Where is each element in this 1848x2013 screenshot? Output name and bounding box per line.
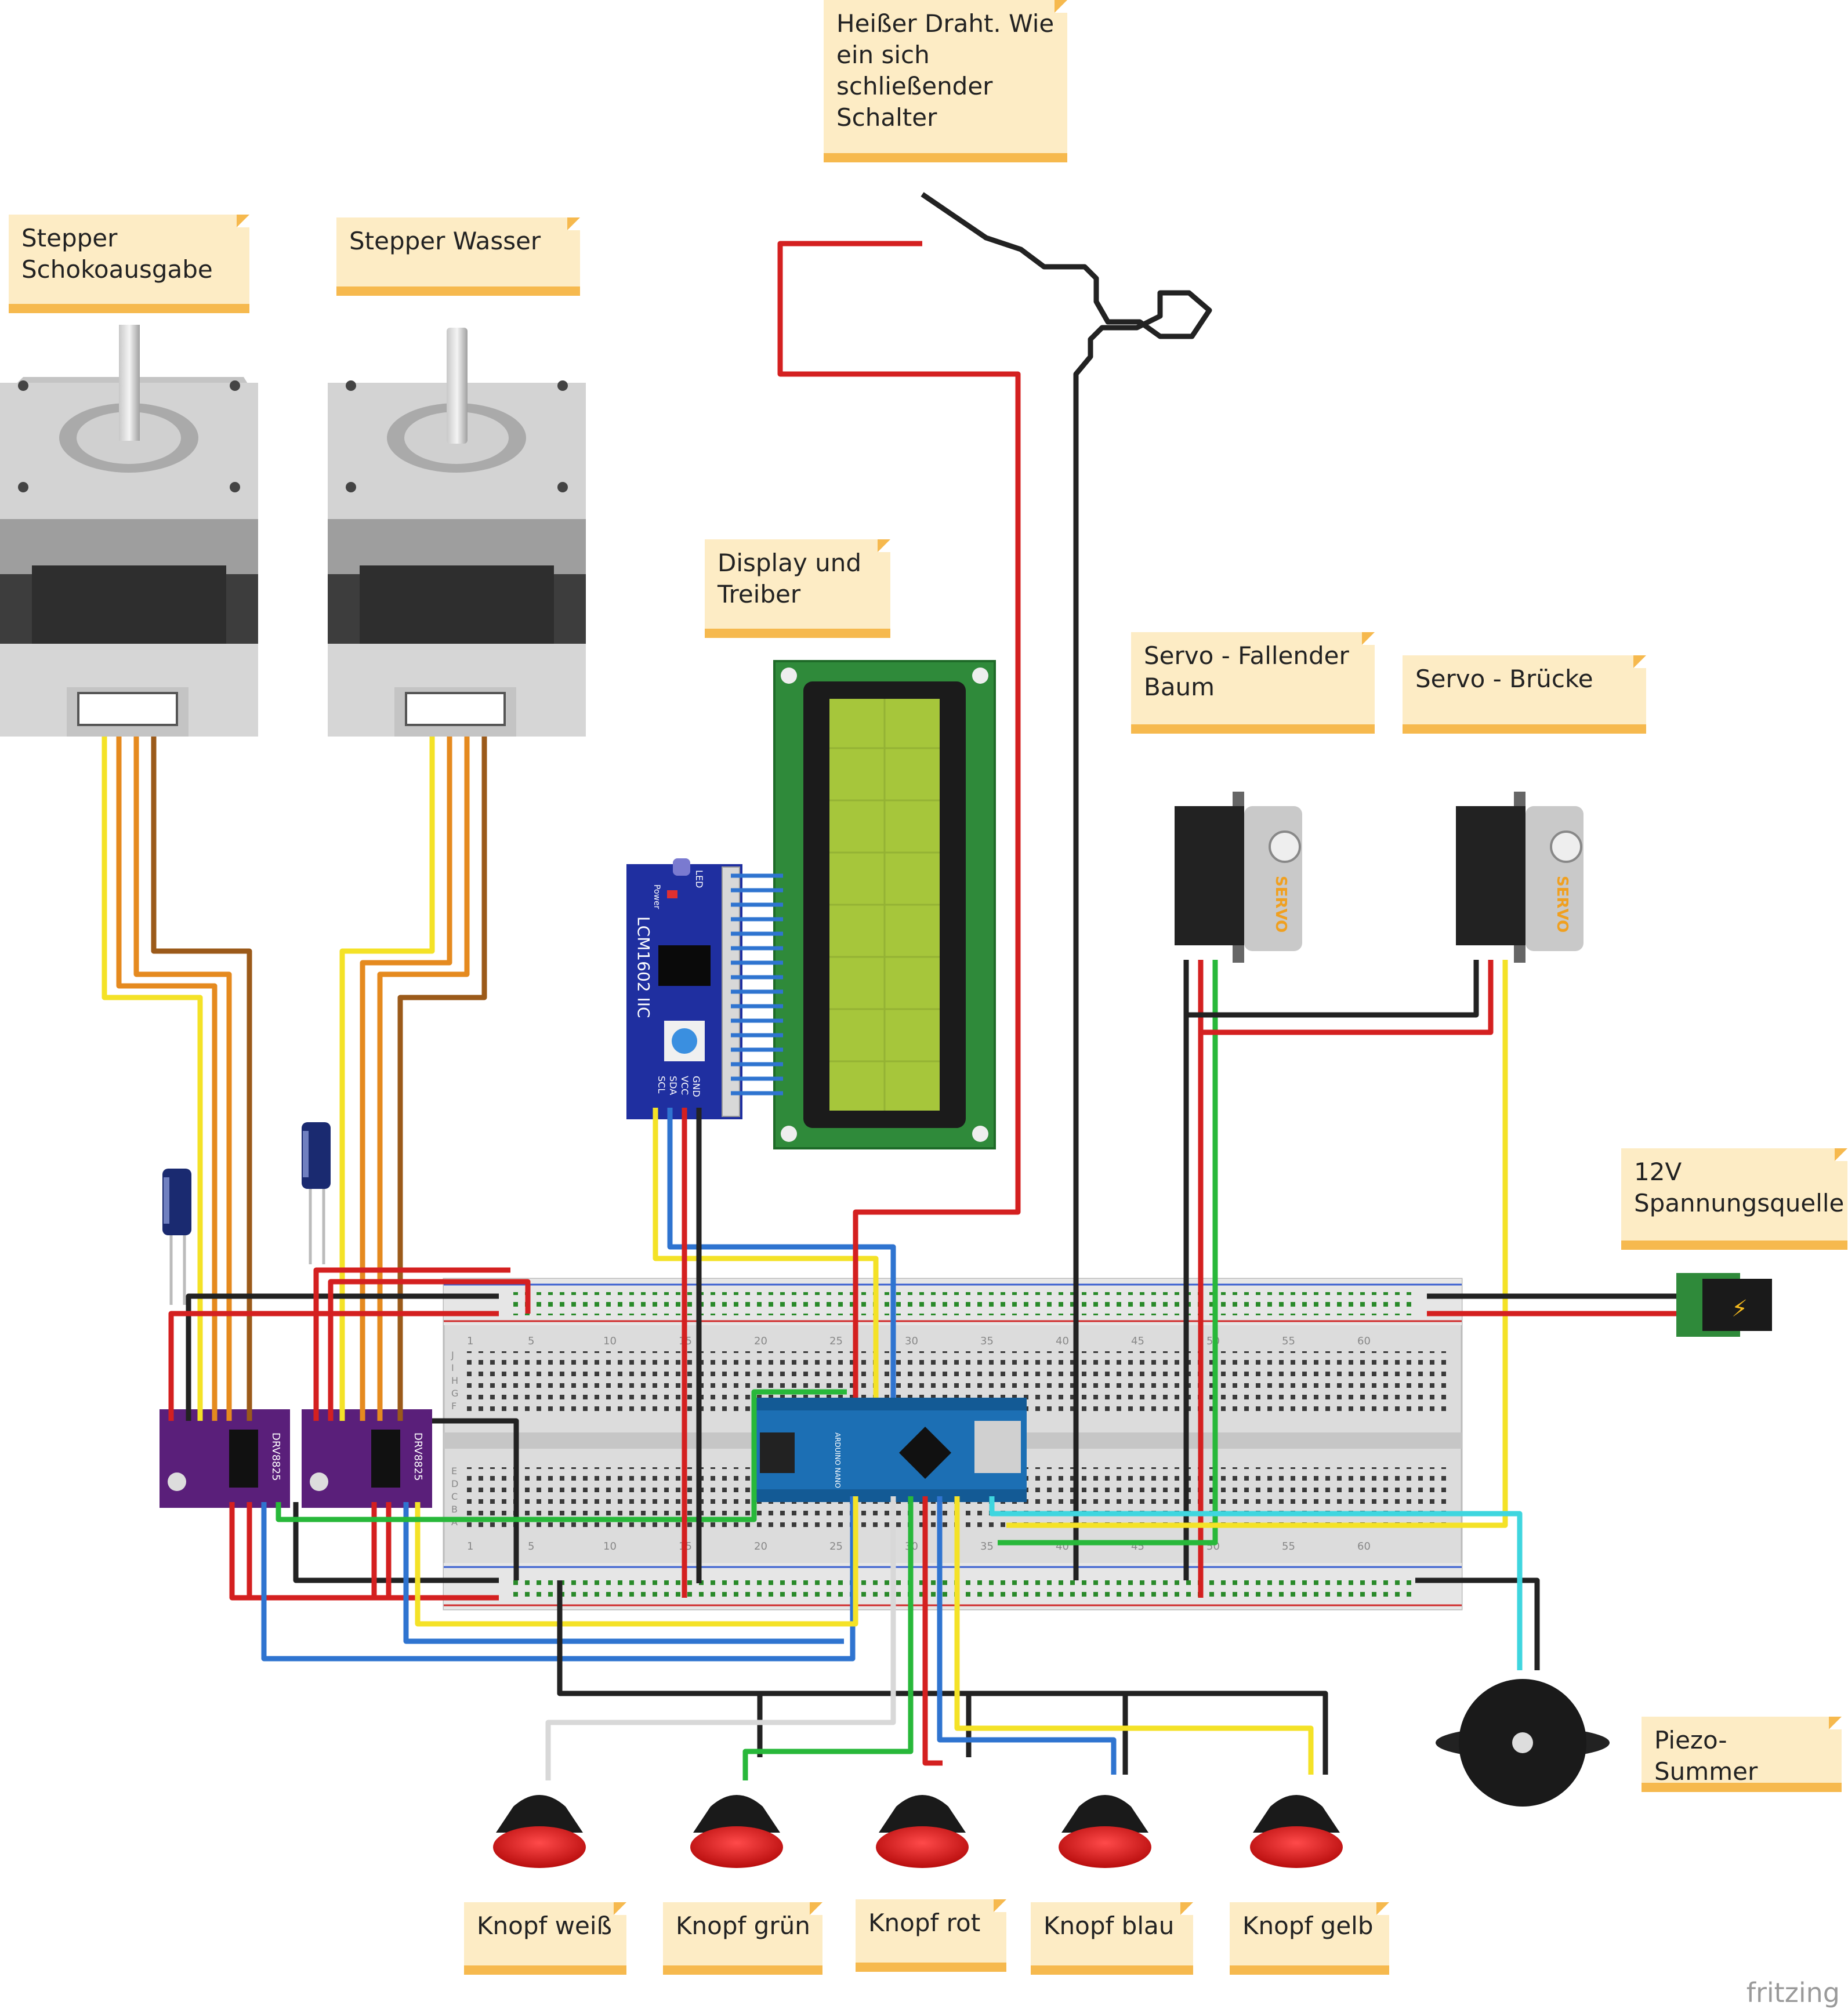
lcd-pin-gnd: GND xyxy=(691,1076,702,1097)
note-knopf-weiss: Knopf weiß xyxy=(464,1902,626,1975)
stepper-motor-schoko xyxy=(0,325,258,737)
piezo-buzzer xyxy=(1436,1679,1610,1807)
note-piezo: Piezo-Summer xyxy=(1642,1717,1842,1792)
bb-row: H xyxy=(451,1375,458,1386)
bb-number: 55 xyxy=(1282,1540,1295,1553)
bb-row: D xyxy=(451,1478,458,1489)
driver-label: DRV8825 xyxy=(412,1432,424,1481)
arduino-label: ARDUINO NANO xyxy=(834,1432,842,1488)
bb-row: G xyxy=(451,1388,458,1399)
lcd-driver-label: LCM1602 IIC xyxy=(634,916,653,1018)
servo-label: SERVO xyxy=(1553,876,1571,933)
breadboard: 1 5 10 15 20 25 30 35 40 45 50 55 60 1 5… xyxy=(443,1278,1463,1611)
bb-number: 20 xyxy=(754,1335,767,1347)
lcd-pin-vcc: VCC xyxy=(679,1076,690,1095)
stepper-driver-1: DRV8825 xyxy=(160,1409,290,1508)
bb-number: 5 xyxy=(528,1335,534,1347)
note-servo-bruecke: Servo - Brücke xyxy=(1403,655,1646,734)
bb-number: 1 xyxy=(467,1335,473,1347)
wires xyxy=(102,192,1676,1780)
note-knopf-rot: Knopf rot xyxy=(856,1899,1006,1972)
capacitor-1 xyxy=(162,1169,191,1305)
bb-row: B xyxy=(451,1504,458,1515)
bb-number: 35 xyxy=(980,1540,994,1553)
note-stepper-wasser: Stepper Wasser xyxy=(336,217,580,296)
servo-bruecke: SERVO xyxy=(1456,792,1584,963)
fritzing-logo: fritzing xyxy=(1746,1977,1840,2008)
bb-number: 55 xyxy=(1282,1335,1295,1347)
bb-row: C xyxy=(451,1491,458,1502)
button-gruen xyxy=(690,1795,783,1868)
note-display: Display und Treiber xyxy=(705,539,890,638)
note-knopf-gelb: Knopf gelb xyxy=(1230,1902,1389,1975)
bb-number: 30 xyxy=(905,1335,918,1347)
bb-number: 1 xyxy=(467,1540,473,1553)
bb-number: 40 xyxy=(1056,1335,1069,1347)
power-jack: ⚡ xyxy=(1676,1273,1772,1337)
servo-fallender-baum: SERVO xyxy=(1175,792,1302,963)
note-stepper-schoko: Stepper Schokoausgabe xyxy=(9,215,249,313)
stepper-driver-2: DRV8825 xyxy=(302,1409,432,1508)
capacitor-2 xyxy=(302,1122,331,1264)
button-weiss xyxy=(493,1795,586,1868)
bb-number: 25 xyxy=(829,1335,843,1347)
lcd-i2c-driver: LCM1602 IIC Power LED GND VCC SDA SCL xyxy=(626,858,742,1119)
stepper-motor-wasser xyxy=(328,328,586,737)
button-rot xyxy=(876,1795,969,1868)
bb-row: J xyxy=(451,1350,454,1361)
bb-number: 45 xyxy=(1131,1335,1144,1347)
servo-label: SERVO xyxy=(1272,876,1289,933)
lcd-bus-wires xyxy=(731,873,783,1096)
note-servo-baum: Servo - Fallender Baum xyxy=(1131,632,1375,734)
lcd-driver-led: LED xyxy=(694,870,705,888)
lcd-pin-sda: SDA xyxy=(668,1076,679,1095)
note-knopf-gruen: Knopf grün xyxy=(663,1902,822,1975)
bb-number: 20 xyxy=(754,1540,767,1553)
lcd-pin-scl: SCL xyxy=(656,1076,667,1093)
bb-number: 10 xyxy=(603,1540,617,1553)
note-heisser-draht: Heißer Draht. Wie ein sich schließender … xyxy=(824,0,1067,162)
lcd-driver-power: Power xyxy=(652,884,661,909)
bb-row: F xyxy=(451,1401,456,1412)
arduino-nano: ARDUINO NANO xyxy=(754,1398,1027,1502)
note-knopf-blau: Knopf blau xyxy=(1031,1902,1193,1975)
driver-label: DRV8825 xyxy=(270,1432,282,1481)
bb-number: 10 xyxy=(603,1335,617,1347)
bb-number: 25 xyxy=(829,1540,843,1553)
bb-number: 35 xyxy=(980,1335,994,1347)
button-blau xyxy=(1059,1795,1151,1868)
bb-row: E xyxy=(451,1466,457,1477)
bb-number: 60 xyxy=(1357,1540,1371,1553)
bb-number: 60 xyxy=(1357,1335,1371,1347)
power-symbol: ⚡ xyxy=(1731,1296,1748,1322)
bb-row: I xyxy=(451,1362,454,1373)
bb-number: 5 xyxy=(528,1540,534,1553)
button-gelb xyxy=(1250,1795,1343,1868)
lcd-display xyxy=(773,660,996,1149)
note-spannung: 12V Spannungsquelle xyxy=(1621,1148,1847,1250)
